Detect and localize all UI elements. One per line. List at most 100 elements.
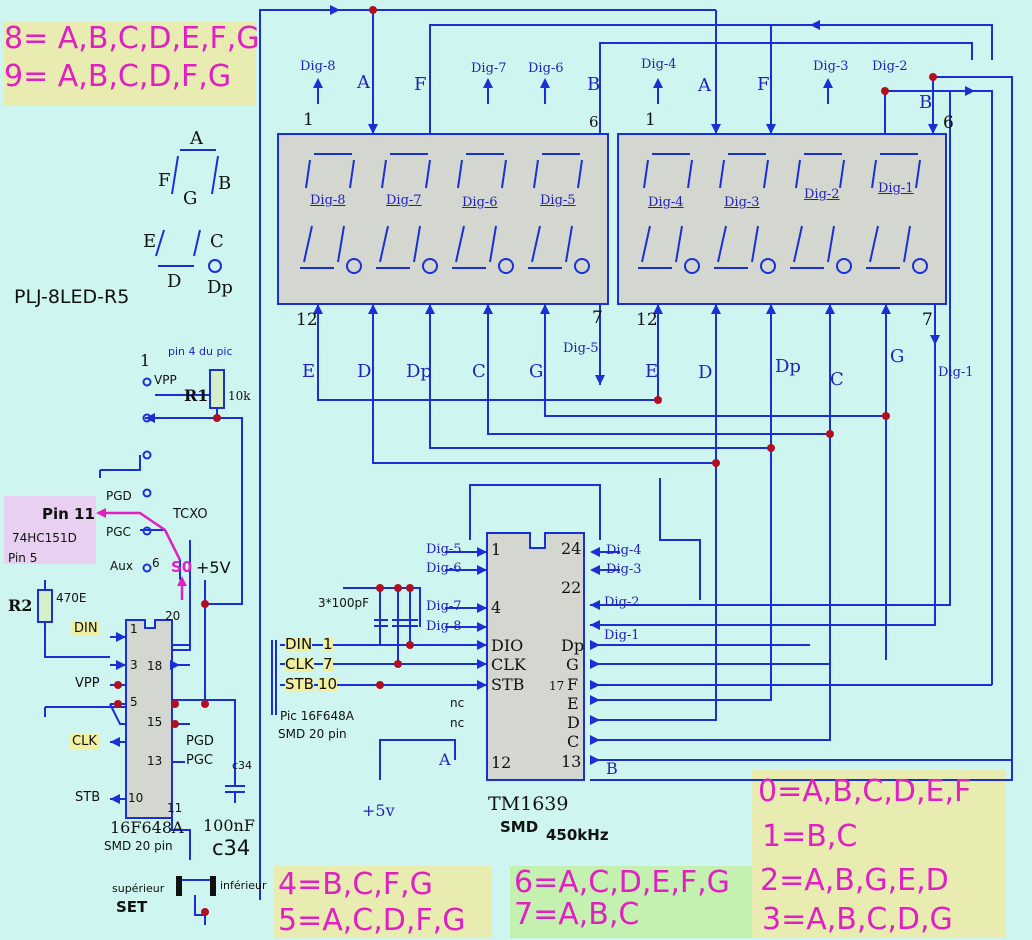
- tm-dig8: Dig-8: [426, 619, 462, 634]
- pic-p13: 13: [147, 754, 163, 768]
- tm-p13: 13: [561, 752, 582, 771]
- note-1: 1=B,C: [762, 819, 858, 854]
- seven-seg-left: [300, 153, 590, 274]
- tm-stb-n: 10: [318, 675, 338, 693]
- bot-d2: D: [698, 362, 713, 383]
- top-6b: 6: [943, 113, 954, 133]
- top-6: 6: [589, 113, 599, 131]
- tm-clk: CLK: [285, 655, 314, 673]
- note-2: 2=A,B,G,E,D: [760, 863, 949, 898]
- tm-c: C: [567, 732, 580, 751]
- cap-100nf: 100nF: [203, 816, 255, 835]
- legend-d: D: [167, 271, 182, 292]
- disp-dig1: Dig-1: [878, 181, 914, 196]
- note-8: 8= A,B,C,D,E,F,G: [4, 21, 260, 56]
- tm-dig3: Dig-3: [606, 562, 642, 577]
- left-r1val: 10k: [228, 389, 251, 403]
- tm-dig1: Dig-1: [604, 628, 640, 643]
- bot-7: 7: [592, 308, 603, 328]
- top-dig8: Dig-8: [300, 59, 336, 74]
- board-title: PLJ-8LED-R5: [14, 286, 130, 308]
- tm-pic-sub: SMD 20 pin: [278, 727, 347, 741]
- tm-plus5: +5v: [362, 801, 395, 820]
- bot-dig1: Dig-1: [938, 365, 974, 380]
- left-clk: CLK: [70, 734, 99, 749]
- bot-g2: G: [890, 346, 905, 367]
- note-3: 3=A,B,C,D,G: [762, 902, 953, 937]
- display-panel-right: [617, 133, 947, 305]
- tm-clk2: CLK: [491, 655, 526, 674]
- tm-dig2: Dig-2: [604, 595, 640, 610]
- legend-c: C: [210, 231, 224, 252]
- tm-dio: DIO: [491, 636, 524, 655]
- tm-p24: 24: [561, 539, 582, 558]
- tm-freq: 450kHz: [546, 826, 609, 844]
- left-pin4: pin 4 du pic: [168, 345, 233, 358]
- left-pgc: PGC: [106, 525, 131, 539]
- left-vpp2: VPP: [75, 676, 100, 691]
- tm-stb2: STB: [491, 675, 525, 694]
- disp-dig7: Dig-7: [386, 193, 422, 208]
- top-1b: 1: [645, 110, 656, 130]
- note-5: 5=A,C,D,F,G: [278, 903, 466, 938]
- set-button-upper: [176, 876, 182, 896]
- bot-e: E: [302, 361, 316, 382]
- top-dig6: Dig-6: [528, 61, 564, 76]
- segment-legend: [155, 149, 222, 273]
- left-vpp: VPP: [154, 373, 177, 387]
- tm1639-chip: [486, 532, 585, 781]
- tm-f: F: [567, 675, 579, 694]
- tm-name: TM1639: [488, 793, 569, 815]
- left-tcxo: TCXO: [173, 507, 208, 522]
- top-f: F: [414, 74, 427, 95]
- bot-dp2: Dp: [775, 356, 801, 377]
- pin11-box: [4, 496, 96, 564]
- left-stb: STB: [75, 790, 101, 805]
- seven-seg-right: [638, 153, 928, 274]
- top-dig2: Dig-2: [872, 59, 908, 74]
- top-b: B: [587, 74, 601, 95]
- bot-g: G: [529, 361, 544, 382]
- tm-p1: 1: [491, 540, 502, 559]
- tm-p17: 17: [549, 679, 565, 693]
- top-dig3: Dig-3: [813, 59, 849, 74]
- tm-pic: Pic 16F648A: [280, 709, 355, 723]
- left-5v: +5V: [196, 558, 231, 577]
- display-panel-left: [277, 133, 609, 305]
- bot-12b: 12: [636, 310, 658, 330]
- set-label: SET: [116, 898, 148, 916]
- note-9: 9= A,B,C,D,F,G: [4, 59, 232, 94]
- pic-pgc: PGC: [186, 753, 213, 768]
- note-box-bottom-right: [752, 770, 1006, 938]
- top-f2: F: [757, 74, 770, 95]
- tm-p12: 12: [491, 753, 512, 772]
- pic-16f648a-chip: [125, 619, 173, 819]
- legend-g: G: [183, 188, 198, 209]
- pic-p1: 1: [130, 622, 138, 636]
- note-7: 7=A,B,C: [514, 897, 640, 932]
- legend-b: B: [218, 173, 232, 194]
- note-6: 6=A,C,D,E,F,G: [514, 865, 730, 900]
- top-dig4: Dig-4: [641, 57, 677, 72]
- left-6: 6: [152, 556, 160, 570]
- pic-sub: SMD 20 pin: [104, 839, 173, 853]
- ic74-label: 74HC151D: [12, 531, 77, 545]
- note-box-bottom-mid: [510, 866, 754, 938]
- set-button-lower: [210, 876, 216, 896]
- pin11-label: Pin 11: [42, 505, 95, 523]
- note-0: 0=A,B,C,D,E,F: [758, 774, 972, 809]
- tm-clk-n: 7: [323, 655, 333, 673]
- tm-dig7: Dig-7: [426, 599, 462, 614]
- legend-a: A: [190, 128, 203, 149]
- tm-dig5: Dig-5: [426, 542, 462, 557]
- disp-dig6: Dig-6: [462, 195, 498, 210]
- c34-small: c34: [232, 759, 253, 772]
- pic-p10: 10: [128, 791, 144, 805]
- tm-a: A: [439, 750, 451, 769]
- pic-p5: 5: [130, 695, 138, 709]
- disp-dig5: Dig-5: [540, 193, 576, 208]
- tm-din-n: 1: [323, 635, 333, 653]
- tm-din: DIN: [285, 635, 313, 653]
- tm-nc2: nc: [450, 716, 465, 730]
